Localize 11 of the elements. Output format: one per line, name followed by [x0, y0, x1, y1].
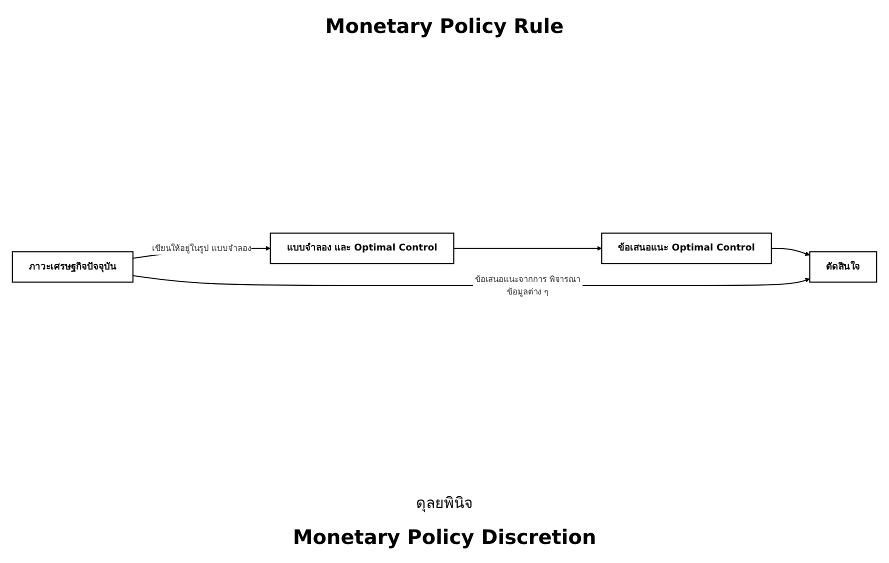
node-box: ภาวะเศรษฐกิจปัจจุบัน: [12, 251, 134, 283]
divider-label: ดุลยพินิจ: [416, 493, 473, 514]
node-box: ข้อเสนอแนะ Optimal Control: [601, 232, 772, 264]
arrow: [454, 246, 602, 251]
diagram-caption: Monetary Policy Discretion: [292, 525, 596, 549]
diagram-title: Monetary Policy Rule: [325, 14, 564, 38]
arrow: [771, 248, 810, 256]
node-box: ตัดสินใจ: [809, 251, 878, 283]
node-box: แบบจำลอง และ Optimal Control: [270, 232, 454, 264]
edge-label: ข้อเสนอแนะจากการ พิจารณาข้อมูลต่าง ๆ: [474, 274, 581, 296]
edge-label: เขียนให้อยู่ในรูป แบบจำลอง: [152, 243, 252, 254]
